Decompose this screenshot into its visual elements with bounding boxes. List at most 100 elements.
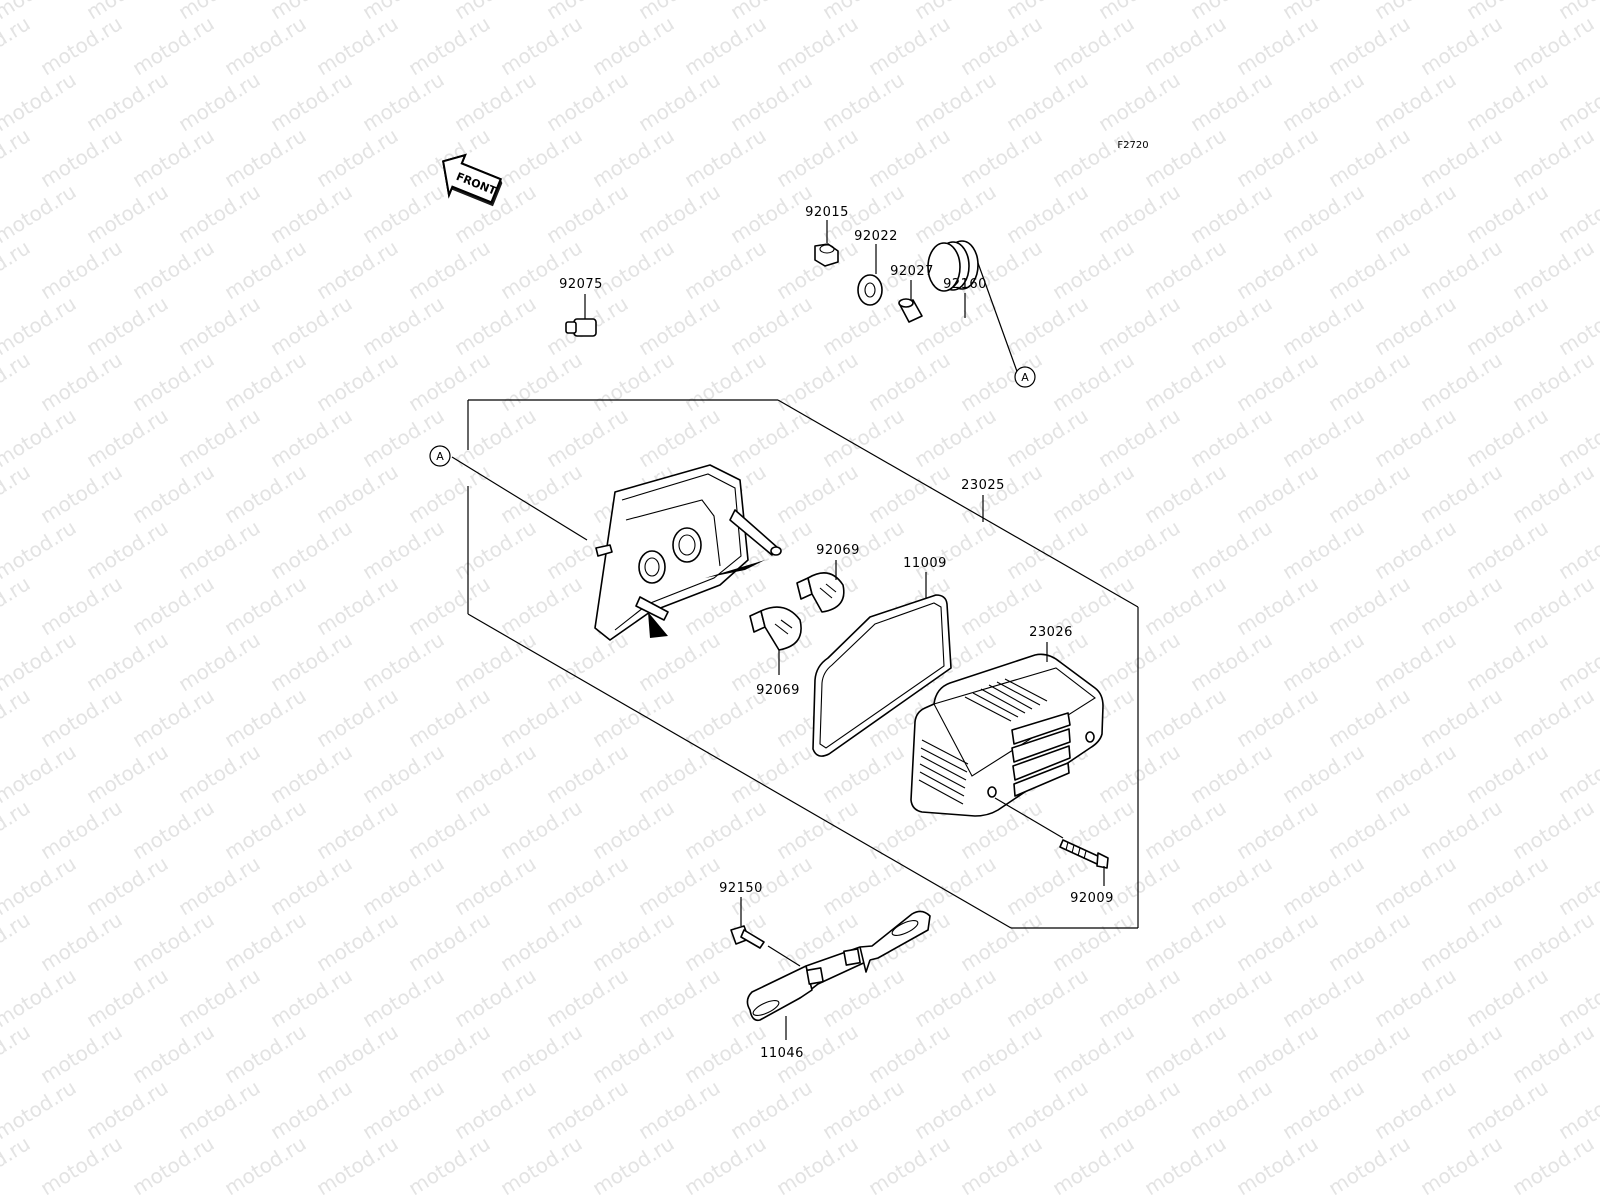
watermark-text: motod.ru <box>542 403 633 472</box>
watermark-text: motod.ru <box>404 683 495 752</box>
watermark-text: motod.ru <box>1232 683 1323 752</box>
watermark-text: motod.ru <box>1324 459 1415 528</box>
watermark-text: motod.ru <box>220 459 311 528</box>
watermark-text: motod.ru <box>0 1075 80 1144</box>
watermark-text: motod.ru <box>174 627 265 696</box>
watermark-text: motod.ru <box>0 851 80 920</box>
watermark-text: motod.ru <box>312 795 403 864</box>
watermark-text: motod.ru <box>1232 1131 1323 1200</box>
watermark-text: motod.ru <box>1508 571 1599 640</box>
watermark-text: motod.ru <box>450 739 541 808</box>
watermark-text: motod.ru <box>1278 627 1369 696</box>
watermark-text: motod.ru <box>1462 67 1553 136</box>
bulb-92069-lower-icon <box>749 606 802 675</box>
watermark-text: motod.ru <box>174 739 265 808</box>
watermark-text: motod.ru <box>82 851 173 920</box>
watermark-text: motod.ru <box>174 515 265 584</box>
watermark-text: motod.ru <box>0 907 34 976</box>
watermark-text: motod.ru <box>1232 907 1323 976</box>
watermark-text: motod.ru <box>1370 0 1461 24</box>
watermark-text: motod.ru <box>1002 851 1093 920</box>
watermark-text: motod.ru <box>1232 123 1323 192</box>
watermark-text: motod.ru <box>174 1075 265 1144</box>
watermark-text: motod.ru <box>910 403 1001 472</box>
watermark-text: motod.ru <box>1094 1075 1185 1144</box>
watermark-text: motod.ru <box>726 67 817 136</box>
watermark-text: motod.ru <box>0 1131 34 1200</box>
watermark-text: motod.ru <box>1416 1019 1507 1088</box>
watermark-text: motod.ru <box>1094 739 1185 808</box>
watermark-text: motod.ru <box>174 291 265 360</box>
callout-11046: 11046 <box>760 1046 804 1061</box>
watermark-text: motod.ru <box>220 907 311 976</box>
watermark-text: motod.ru <box>1048 123 1139 192</box>
watermark-text: motod.ru <box>496 235 587 304</box>
watermark-text: motod.ru <box>1508 683 1599 752</box>
watermark-text: motod.ru <box>1232 347 1323 416</box>
watermark-text: motod.ru <box>1094 627 1185 696</box>
watermark-text: motod.ru <box>220 683 311 752</box>
watermark-text: motod.ru <box>818 0 909 24</box>
watermark-text: motod.ru <box>1324 571 1415 640</box>
watermark-text: motod.ru <box>174 963 265 1032</box>
watermark-text: motod.ru <box>36 683 127 752</box>
watermark-text: motod.ru <box>0 515 80 584</box>
watermark-text: motod.ru <box>266 179 357 248</box>
watermark-text: motod.ru <box>266 291 357 360</box>
watermark-text: motod.ru <box>496 907 587 976</box>
watermark-text: motod.ru <box>1370 627 1461 696</box>
watermark-text: motod.ru <box>910 291 1001 360</box>
watermark-text: motod.ru <box>1002 1075 1093 1144</box>
watermark-text: motod.ru <box>772 459 863 528</box>
watermark-text: motod.ru <box>1554 403 1600 472</box>
watermark-text: motod.ru <box>1416 795 1507 864</box>
watermark-text: motod.ru <box>36 571 127 640</box>
watermark-text: motod.ru <box>1370 1075 1461 1144</box>
watermark-text: motod.ru <box>1554 627 1600 696</box>
watermark-text: motod.ru <box>1140 907 1231 976</box>
watermark-text: motod.ru <box>1002 963 1093 1032</box>
watermark-text: motod.ru <box>726 1075 817 1144</box>
watermark-text: motod.ru <box>956 1131 1047 1200</box>
watermark-text: motod.ru <box>634 0 725 24</box>
watermark-text: motod.ru <box>680 347 771 416</box>
bulb-92069-upper-icon <box>796 560 845 613</box>
watermark-text: motod.ru <box>864 1131 955 1200</box>
watermark-text: motod.ru <box>312 123 403 192</box>
watermark-text: motod.ru <box>1232 1019 1323 1088</box>
watermark-text: motod.ru <box>1370 963 1461 1032</box>
reference-marker-a-top: A <box>1014 366 1036 388</box>
watermark-text: motod.ru <box>634 403 725 472</box>
watermark-text: motod.ru <box>634 851 725 920</box>
watermark-text: motod.ru <box>1370 739 1461 808</box>
watermark-text: motod.ru <box>220 123 311 192</box>
watermark-text: motod.ru <box>772 11 863 80</box>
watermark-text: motod.ru <box>1186 851 1277 920</box>
watermark-text: motod.ru <box>36 123 127 192</box>
watermark-text: motod.ru <box>588 1131 679 1200</box>
watermark-text: motod.ru <box>1140 11 1231 80</box>
watermark-text: motod.ru <box>496 795 587 864</box>
watermark-text: motod.ru <box>1094 179 1185 248</box>
watermark-text: motod.ru <box>266 515 357 584</box>
watermark-text: motod.ru <box>1278 0 1369 24</box>
watermark-text: motod.ru <box>634 291 725 360</box>
watermark-text: motod.ru <box>220 1019 311 1088</box>
watermark-text: motod.ru <box>0 179 80 248</box>
watermark-text: motod.ru <box>910 179 1001 248</box>
watermark-text: motod.ru <box>450 0 541 24</box>
watermark-text: motod.ru <box>220 347 311 416</box>
watermark-text: motod.ru <box>1186 1075 1277 1144</box>
watermark-text: motod.ru <box>542 179 633 248</box>
watermark-text: motod.ru <box>910 1075 1001 1144</box>
watermark-text: motod.ru <box>1048 11 1139 80</box>
watermark-text: motod.ru <box>1186 0 1277 24</box>
watermark-text: motod.ru <box>82 67 173 136</box>
watermark-text: motod.ru <box>174 851 265 920</box>
watermark-text: motod.ru <box>0 795 34 864</box>
watermark-text: motod.ru <box>1462 963 1553 1032</box>
assembly-outline-23025 <box>467 399 1139 929</box>
watermark-text: motod.ru <box>450 515 541 584</box>
watermark-text: motod.ru <box>82 627 173 696</box>
